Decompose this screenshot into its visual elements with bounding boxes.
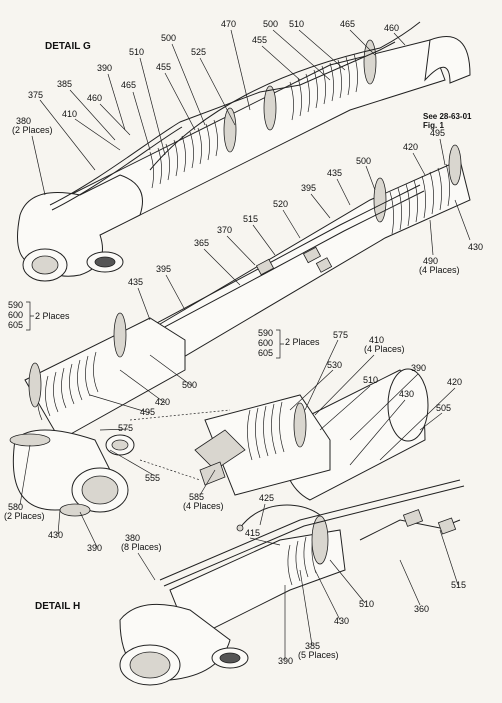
callout-585-places: (4 Places) (183, 501, 224, 511)
callout-510-h2: 510 (359, 599, 374, 609)
callout-410-h: 410 (369, 335, 384, 345)
callout-390-g: 390 (97, 63, 112, 73)
leader-lines (19, 29, 471, 660)
callout-470: 470 (221, 19, 236, 29)
callout-390-h2: 390 (411, 363, 426, 373)
callout-370: 370 (217, 225, 232, 235)
callout-530: 530 (327, 360, 342, 370)
callout-390-h: 390 (87, 543, 102, 553)
callout-520: 520 (273, 199, 288, 209)
callout-430-h2: 430 (399, 389, 414, 399)
callout-460-g2: 460 (384, 23, 399, 33)
callout-580-places: (2 Places) (4, 511, 45, 521)
detail-g-lower-pipe (109, 144, 471, 366)
callout-430-h3: 430 (334, 616, 349, 626)
callout-510-g: 510 (129, 47, 144, 57)
detail-h-left-assembly (9, 312, 231, 517)
callout-455-g: 455 (156, 62, 171, 72)
callout-420-g: 420 (403, 142, 418, 152)
callout-365: 365 (194, 238, 209, 248)
callout-590-right: 590 (258, 328, 273, 338)
callout-395-g2: 395 (156, 264, 171, 274)
places-left: 2 Places (35, 311, 70, 321)
callout-420-h2: 420 (447, 377, 462, 387)
callout-420-h: 420 (155, 397, 170, 407)
callout-605-right: 605 (258, 348, 273, 358)
callout-515-g: 515 (243, 214, 258, 224)
callout-410-h-places: (4 Places) (364, 344, 405, 354)
callout-575-left: 575 (118, 423, 133, 433)
callout-435-g: 435 (327, 168, 342, 178)
callout-360: 360 (414, 604, 429, 614)
callout-495-g: 495 (430, 128, 445, 138)
callout-395-g: 395 (301, 183, 316, 193)
detail-h-right-assembly (119, 368, 465, 686)
callout-380-h-places: (8 Places) (121, 542, 162, 552)
callout-500-g1: 500 (161, 33, 176, 43)
callout-410-g: 410 (62, 109, 77, 119)
reference-line-1: See 28-63-01 (423, 112, 472, 121)
callout-525: 525 (191, 47, 206, 57)
callout-515-h: 515 (451, 580, 466, 590)
callout-380-g-places: (2 Places) (12, 125, 53, 135)
callout-490: 490 (423, 256, 438, 266)
callout-600-right: 600 (258, 338, 273, 348)
callout-425: 425 (259, 493, 274, 503)
bracket-left (26, 301, 34, 331)
callout-505: 505 (436, 403, 451, 413)
callout-465-g: 465 (121, 80, 136, 90)
reference-line-2: Fig. 1 (423, 121, 444, 130)
callout-460-g: 460 (87, 93, 102, 103)
callout-490-places: (4 Places) (419, 265, 460, 275)
callout-500-h: 500 (182, 380, 197, 390)
callout-385-h: 385 (305, 641, 320, 651)
callout-500-g3: 500 (356, 156, 371, 166)
detail-g-title: DETAIL G (45, 41, 91, 52)
callout-555: 555 (145, 473, 160, 483)
callout-585: 585 (189, 492, 204, 502)
callout-430-g: 430 (468, 242, 483, 252)
callout-435-g2: 435 (128, 277, 143, 287)
callout-380-h: 380 (125, 533, 140, 543)
bracket-right (276, 329, 284, 359)
callout-500-g2: 500 (263, 19, 278, 29)
callout-605-left: 605 (8, 320, 23, 330)
callout-390-h3: 390 (278, 656, 293, 666)
callout-590-left: 590 (8, 300, 23, 310)
callout-575-right: 575 (333, 330, 348, 340)
callout-580: 580 (8, 502, 23, 512)
callout-380-g: 380 (16, 116, 31, 126)
callout-430-h: 430 (48, 530, 63, 540)
callout-385-g: 385 (57, 79, 72, 89)
callout-385-h-places: (5 Places) (298, 650, 339, 660)
detail-h-title: DETAIL H (35, 601, 80, 612)
callout-465-g2: 465 (340, 19, 355, 29)
detail-g-assembly (17, 21, 471, 282)
callout-510-h: 510 (363, 375, 378, 385)
callout-455-g2: 455 (252, 35, 267, 45)
callout-600-left: 600 (8, 310, 23, 320)
callout-415: 415 (245, 528, 260, 538)
callout-375: 375 (28, 90, 43, 100)
places-right: 2 Places (285, 337, 320, 347)
callout-510-g2: 510 (289, 19, 304, 29)
